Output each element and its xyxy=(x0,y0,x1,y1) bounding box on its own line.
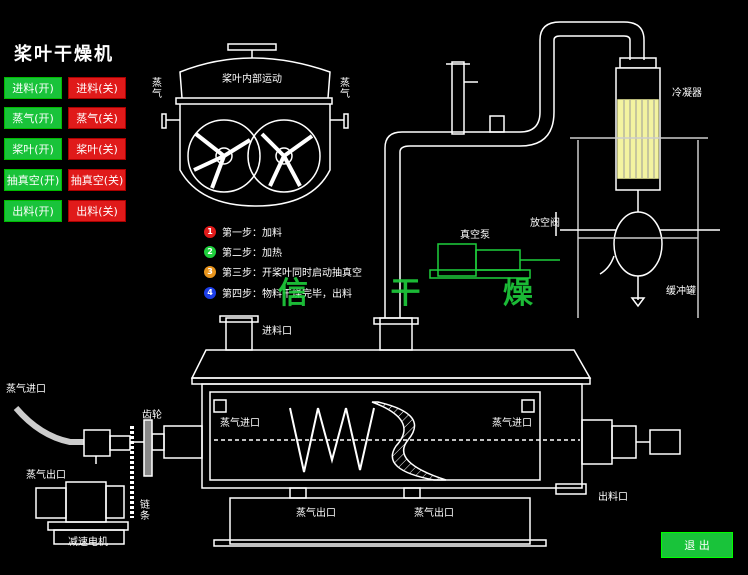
label-vacuum-pump: 真空泵 xyxy=(460,230,490,241)
paddle-off-button[interactable]: 桨叶(关) xyxy=(68,138,126,160)
vacuum-pump xyxy=(429,243,560,279)
step-4-text: 第四步：物料干燥完毕，出料 xyxy=(222,289,352,300)
label-condenser: 冷凝器 xyxy=(672,88,702,99)
label-steam-inlet-a: 蒸气进口 xyxy=(220,418,260,429)
label-gear: 齿轮 xyxy=(142,410,162,421)
label-feed-inlet: 进料口 xyxy=(262,326,292,337)
label-steam-right: 蒸气 xyxy=(340,78,350,100)
step-3-badge: 3 xyxy=(204,265,216,278)
step-4-badge: 4 xyxy=(204,286,216,299)
exit-button[interactable]: 退 出 xyxy=(661,532,733,558)
vacuum-on-button[interactable]: 抽真空(开) xyxy=(4,169,62,191)
vacuum-off-button[interactable]: 抽真空(关) xyxy=(68,169,126,191)
step-3-text: 第三步：开桨叶同时启动抽真空 xyxy=(222,268,362,279)
step-2-badge: 2 xyxy=(204,245,216,258)
screw-paddle xyxy=(371,401,447,481)
housing-inner xyxy=(209,391,541,481)
step-4: 4 第四步：物料干燥完毕，出料 xyxy=(204,285,352,300)
vapor-pipe-outer xyxy=(384,21,645,318)
label-steam-outlet-b: 蒸气出口 xyxy=(414,508,454,519)
paddle-on-button[interactable]: 桨叶(开) xyxy=(4,138,62,160)
housing-top xyxy=(190,349,592,379)
label-motor: 减速电机 xyxy=(68,537,108,548)
feed-off-button[interactable]: 进料(关) xyxy=(68,77,126,99)
rotor-left xyxy=(187,119,261,193)
steam-on-button[interactable]: 蒸气(开) xyxy=(4,107,62,129)
label-vent-valve: 放空阀 xyxy=(530,218,560,229)
steam-hose xyxy=(13,406,84,445)
step-2-text: 第二步：加热 xyxy=(222,248,282,259)
vessel-lid-cap xyxy=(227,43,277,51)
label-chain: 链条 xyxy=(140,500,150,522)
step-2: 2 第二步：加热 xyxy=(204,244,282,259)
vessel-lid xyxy=(179,57,331,99)
page-title: 桨叶干燥机 xyxy=(14,44,114,65)
watermark-text: 信 干 燥 xyxy=(278,276,569,311)
steam-off-button[interactable]: 蒸气(关) xyxy=(68,107,126,129)
vapor-pipe-inner xyxy=(399,35,631,318)
discharge-on-button[interactable]: 出料(开) xyxy=(4,200,62,222)
condenser-top xyxy=(619,57,657,69)
buffer-tank xyxy=(613,211,663,277)
rotor-right xyxy=(247,119,321,193)
label-inner-motion: 桨叶内部运动 xyxy=(222,74,282,85)
vessel-flange xyxy=(175,97,333,105)
discharge-off-button[interactable]: 出料(关) xyxy=(68,200,126,222)
step-1-badge: 1 xyxy=(204,225,216,238)
label-steam-outlet-a: 蒸气出口 xyxy=(296,508,336,519)
label-steam-inlet-b: 蒸气进口 xyxy=(492,418,532,429)
label-steam-outlet-left: 蒸气出口 xyxy=(26,470,66,481)
step-1: 1 第一步：加料 xyxy=(204,224,282,239)
label-steam-left: 蒸气 xyxy=(152,78,162,100)
label-discharge: 出料口 xyxy=(598,492,628,503)
feed-on-button[interactable]: 进料(开) xyxy=(4,77,62,99)
vessel-body xyxy=(179,104,331,207)
motor-body xyxy=(35,487,67,519)
label-steam-inlet-left: 蒸气进口 xyxy=(6,384,46,395)
step-3: 3 第三步：开桨叶同时启动抽真空 xyxy=(204,264,362,279)
label-buffer-tank: 缓冲罐 xyxy=(666,286,696,297)
gear xyxy=(143,419,153,477)
step-1-text: 第一步：加料 xyxy=(222,228,282,239)
